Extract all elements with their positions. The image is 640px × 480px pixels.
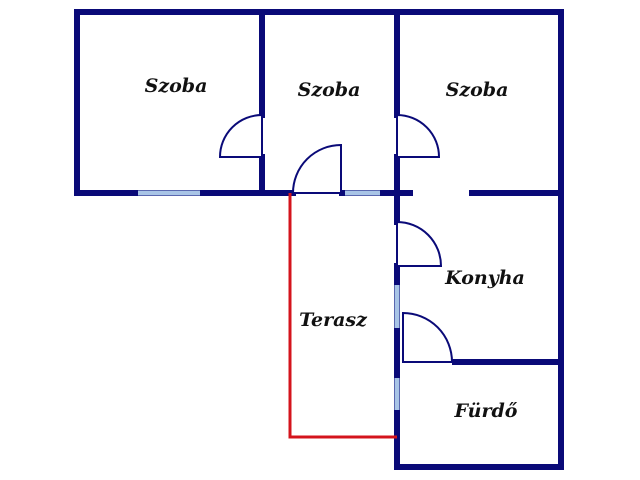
room-label: Szoba (298, 79, 361, 101)
door-terrace (291, 143, 342, 194)
room-labels: Szoba Szoba Szoba Konyha Terasz Fürdő (145, 75, 525, 422)
terrace-outline (288, 193, 397, 439)
door-left-room (218, 113, 263, 158)
windows (138, 190, 400, 410)
doors (218, 113, 454, 363)
door-bathroom (402, 311, 454, 363)
room-label: Konyha (444, 267, 525, 289)
room-label: Terasz (299, 309, 368, 331)
door-right-room (396, 113, 441, 158)
room-label: Szoba (145, 75, 208, 97)
room-label: Szoba (446, 79, 509, 101)
door-kitchen (396, 220, 443, 267)
room-label: Fürdő (454, 400, 518, 422)
